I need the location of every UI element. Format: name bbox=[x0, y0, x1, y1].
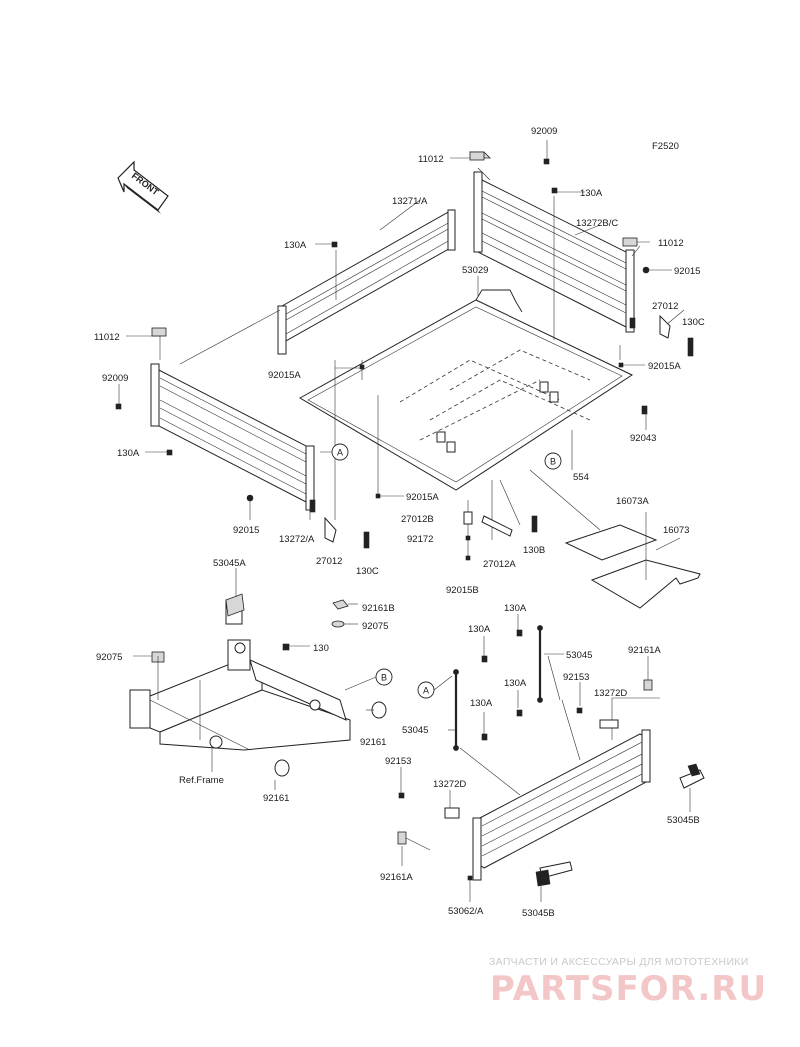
label-13272d-left: 13272D bbox=[433, 779, 466, 790]
label-92153-left: 92153 bbox=[385, 756, 411, 767]
front-arrow-icon: FRONT bbox=[117, 160, 169, 214]
svg-text:A: A bbox=[337, 448, 343, 458]
label-53045-left: 53045 bbox=[402, 725, 428, 736]
label-13272bc: 13272B/C bbox=[576, 218, 618, 229]
label-130-frame: 130 bbox=[313, 643, 329, 654]
label-130a-strut-b: 130A bbox=[468, 624, 491, 635]
label-11012-left: 11012 bbox=[94, 332, 120, 343]
label-53062a: 53062/A bbox=[448, 906, 484, 917]
svg-text:B: B bbox=[381, 673, 387, 683]
label-92015b: 92015B bbox=[446, 585, 479, 596]
label-554: 554 bbox=[573, 472, 589, 483]
watermark-brand: PARTSFOR.RU bbox=[490, 969, 767, 1009]
label-92009-top: 92009 bbox=[531, 126, 557, 137]
support-struts bbox=[398, 625, 583, 799]
part-labels: F2520 11012 92009 130A 13272B/C 11012 92… bbox=[94, 126, 705, 919]
left-upper-side-panel bbox=[277, 209, 456, 355]
label-130a-top: 130A bbox=[580, 188, 603, 199]
label-ref-frame: Ref.Frame bbox=[179, 775, 224, 786]
label-11012-right: 11012 bbox=[658, 238, 684, 249]
label-92075-right: 92075 bbox=[362, 621, 388, 632]
label-92161a-left: 92161A bbox=[380, 872, 413, 883]
right-side-panel bbox=[473, 171, 636, 333]
svg-text:A: A bbox=[423, 686, 429, 696]
label-130a-strut-a: 130A bbox=[504, 603, 527, 614]
watermark: ЗАПЧАСТИ И АКСЕССУАРЫ ДЛЯ МОТОТЕХНИКИ PA… bbox=[489, 956, 767, 1009]
frame-leader-lines bbox=[133, 568, 377, 790]
figure-code: F2520 bbox=[652, 141, 679, 152]
label-13272d-right: 13272D bbox=[594, 688, 627, 699]
label-53045b-bottom: 53045B bbox=[522, 908, 555, 919]
label-92172: 92172 bbox=[407, 534, 433, 545]
watermark-subtitle: ЗАПЧАСТИ И АКСЕССУАРЫ ДЛЯ МОТОТЕХНИКИ bbox=[489, 956, 749, 968]
lower-leader-lines bbox=[400, 614, 691, 902]
label-92153-right: 92153 bbox=[563, 672, 589, 683]
label-130a-strut-d: 130A bbox=[470, 698, 493, 709]
label-53045a: 53045A bbox=[213, 558, 246, 569]
label-53029: 53029 bbox=[462, 265, 488, 276]
label-130a-left-top: 130A bbox=[284, 240, 307, 251]
label-130a-left: 130A bbox=[117, 448, 140, 459]
label-92161a-right: 92161A bbox=[628, 645, 661, 656]
label-92161-low: 92161 bbox=[263, 793, 289, 804]
label-92015-right: 92015 bbox=[674, 266, 700, 277]
left-side-panel bbox=[150, 363, 316, 513]
label-16073a: 16073A bbox=[616, 496, 649, 507]
label-92161b: 92161B bbox=[362, 603, 395, 614]
label-13272a: 13272/A bbox=[279, 534, 315, 545]
label-27012b: 27012B bbox=[401, 514, 434, 525]
label-13271a: 13271/A bbox=[392, 196, 428, 207]
callout-a-lower: A bbox=[417, 681, 435, 699]
label-53045b-right: 53045B bbox=[667, 815, 700, 826]
cargo-bed-floor bbox=[298, 289, 634, 491]
label-130c-right: 130C bbox=[682, 317, 705, 328]
callout-a-upper: A bbox=[331, 443, 349, 461]
label-92161-mid: 92161 bbox=[360, 737, 386, 748]
label-27012a: 27012A bbox=[483, 559, 516, 570]
tailgate bbox=[472, 729, 705, 887]
label-53045-right: 53045 bbox=[566, 650, 592, 661]
label-92043: 92043 bbox=[630, 433, 656, 444]
label-92015-left: 92015 bbox=[233, 525, 259, 536]
label-27012-right: 27012 bbox=[652, 301, 678, 312]
label-92075-left: 92075 bbox=[96, 652, 122, 663]
label-16073: 16073 bbox=[663, 525, 689, 536]
label-92015a-right: 92015A bbox=[648, 361, 681, 372]
mats bbox=[564, 512, 701, 609]
label-130a-strut-c: 130A bbox=[504, 678, 527, 689]
label-92009-left: 92009 bbox=[102, 373, 128, 384]
svg-text:B: B bbox=[550, 457, 556, 467]
callout-b-upper: B bbox=[544, 452, 562, 470]
label-11012-top: 11012 bbox=[418, 154, 444, 165]
label-130c-left: 130C bbox=[356, 566, 379, 577]
callout-b-frame: B bbox=[375, 668, 393, 686]
label-92015a-lower: 92015A bbox=[406, 492, 439, 503]
label-92015a-mid: 92015A bbox=[268, 370, 301, 381]
reference-frame bbox=[129, 593, 351, 772]
label-27012-left: 27012 bbox=[316, 556, 342, 567]
upper-hardware bbox=[115, 151, 694, 561]
label-130b: 130B bbox=[523, 545, 545, 556]
